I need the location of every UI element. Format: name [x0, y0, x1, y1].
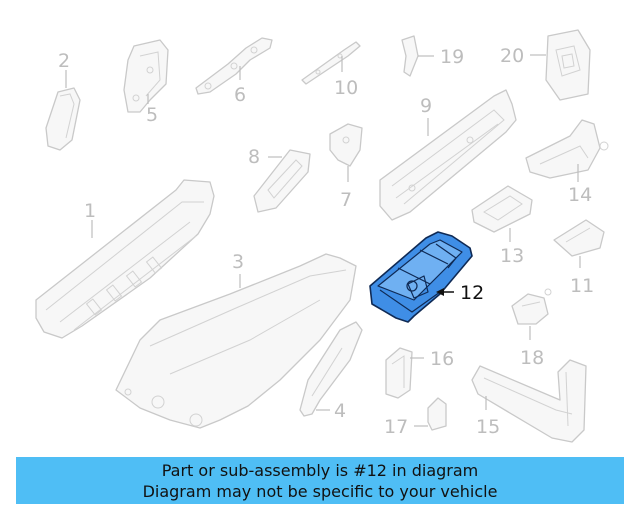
callout-19: 19	[440, 46, 464, 68]
callout-17: 17	[384, 416, 408, 438]
callout-18: 18	[520, 347, 544, 369]
callout-16: 16	[430, 348, 454, 370]
part-17[interactable]	[427, 397, 447, 431]
callout-1: 1	[84, 200, 96, 222]
part-3[interactable]	[115, 253, 357, 429]
part-13[interactable]	[471, 185, 533, 233]
callout-9: 9	[420, 95, 432, 117]
callout-15: 15	[476, 416, 500, 438]
callout-20: 20	[500, 45, 524, 67]
callout-13: 13	[500, 245, 524, 267]
callout-10: 10	[334, 77, 358, 99]
part-20[interactable]	[545, 29, 591, 101]
callout-2: 2	[58, 50, 70, 72]
banner-line-1: Part or sub-assembly is #12 in diagram	[161, 460, 479, 480]
callout-4: 4	[334, 400, 346, 422]
part-6[interactable]	[195, 37, 273, 95]
info-banner: Part or sub-assembly is #12 in diagram D…	[16, 457, 624, 504]
part-12-highlighted[interactable]	[369, 231, 473, 323]
part-2[interactable]	[45, 87, 81, 151]
banner-line-2: Diagram may not be specific to your vehi…	[142, 481, 498, 501]
part-10[interactable]	[301, 41, 361, 85]
callout-5: 5	[146, 104, 158, 126]
part-14[interactable]	[525, 119, 609, 179]
part-18[interactable]	[511, 288, 552, 325]
callout-14: 14	[568, 184, 592, 206]
callout-12: 12	[460, 282, 484, 304]
part-16[interactable]	[385, 347, 413, 399]
part-1[interactable]	[35, 179, 215, 339]
part-4[interactable]	[299, 321, 363, 417]
callout-3: 3	[232, 251, 244, 273]
callout-7: 7	[340, 189, 352, 211]
part-11[interactable]	[553, 219, 605, 257]
part-8[interactable]	[253, 149, 311, 213]
part-9[interactable]	[379, 89, 517, 221]
part-7[interactable]	[329, 123, 363, 167]
callout-8: 8	[248, 146, 260, 168]
part-19[interactable]	[401, 35, 419, 77]
part-5[interactable]	[123, 39, 169, 113]
part-15[interactable]	[471, 359, 587, 443]
callout-11: 11	[570, 275, 594, 297]
callout-6: 6	[234, 84, 246, 106]
